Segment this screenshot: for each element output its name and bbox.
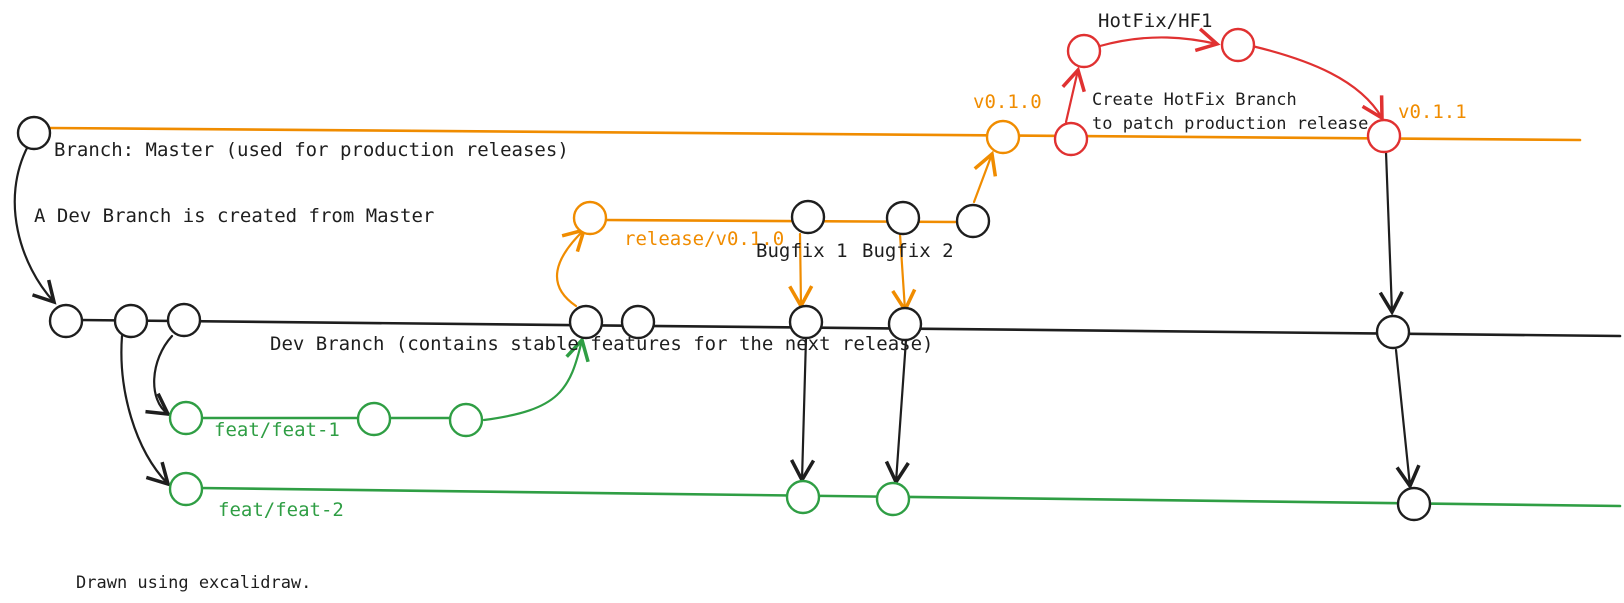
dev-to-feat-1-arrow xyxy=(145,334,174,417)
release-branch-label: release/v0.1.0 xyxy=(624,228,784,250)
master-commit-v011 xyxy=(1366,118,1402,154)
dev-to-feat-2-bugfix-1-arrow xyxy=(789,336,816,484)
dev-commit-2 xyxy=(113,303,149,339)
feat-1-merge-arrow xyxy=(482,336,590,422)
dev-to-feat-2-bugfix-2-arrow xyxy=(884,338,910,486)
hotfix-note-line-2: to patch production release xyxy=(1092,114,1368,134)
master-to-dev-arrow xyxy=(13,144,57,305)
bugfix-1-label: Bugfix 1 xyxy=(756,240,848,262)
dev-commit-5 xyxy=(620,304,656,340)
dev-created-note: A Dev Branch is created from Master xyxy=(34,205,434,227)
dev-commit-hotfix xyxy=(1375,314,1411,350)
feat-2-label: feat/feat-2 xyxy=(218,499,344,521)
dev-branch-label: Dev Branch (contains stable features for… xyxy=(270,333,933,355)
bugfix-1-to-dev-arrow xyxy=(788,232,814,310)
dev-commit-bugfix-1 xyxy=(788,304,824,340)
release-commit-final xyxy=(955,203,991,239)
hotfix-branch-up-arrow xyxy=(1061,66,1086,124)
tag-v010-label: v0.1.0 xyxy=(973,91,1042,113)
master-branch-line xyxy=(48,126,1582,142)
dev-branch-line xyxy=(78,318,1622,338)
release-commit-bugfix-1 xyxy=(790,199,826,235)
release-commit-bugfix-2 xyxy=(885,200,921,236)
hotfix-merge-arrow xyxy=(1250,44,1384,122)
hotfix-note-line-1: Create HotFix Branch xyxy=(1092,90,1297,110)
feat-1-label: feat/feat-1 xyxy=(214,419,340,441)
dev-to-feat-2-hotfix-arrow xyxy=(1394,348,1421,490)
dev-to-release-arrow xyxy=(555,227,587,308)
dev-commit-1 xyxy=(48,303,84,339)
dev-to-feat-2-arrow xyxy=(120,334,171,487)
release-to-master-arrow xyxy=(972,150,998,204)
dev-commit-bugfix-2 xyxy=(887,306,923,342)
feat-2-commit-1 xyxy=(168,471,204,507)
feat-1-commit-3 xyxy=(448,402,484,438)
dev-commit-merge-feat-1 xyxy=(568,304,604,340)
feat-1-commit-2 xyxy=(356,401,392,437)
release-commit-1 xyxy=(572,200,608,236)
master-commit-v010 xyxy=(985,119,1021,155)
master-commit-hotfix-start xyxy=(1053,121,1089,157)
bugfix-2-label: Bugfix 2 xyxy=(862,240,954,262)
feat-2-commit-bugfix-1 xyxy=(785,479,821,515)
footer-note: Drawn using excalidraw. xyxy=(76,573,311,593)
feat-1-commit-1 xyxy=(168,400,204,436)
hotfix-branch-label: HotFix/HF1 xyxy=(1098,10,1212,32)
hotfix-commit-2 xyxy=(1220,27,1256,63)
dev-commit-3 xyxy=(166,302,202,338)
master-to-dev-hotfix-arrow xyxy=(1378,150,1404,316)
master-branch-label: Branch: Master (used for production rele… xyxy=(54,139,569,161)
feat-2-commit-hotfix xyxy=(1396,486,1432,522)
bugfix-2-to-dev-arrow xyxy=(891,232,917,314)
hotfix-commit-1 xyxy=(1066,33,1102,69)
hotfix-across-arrow xyxy=(1098,27,1221,53)
feat-2-commit-bugfix-2 xyxy=(875,481,911,517)
tag-v011-label: v0.1.1 xyxy=(1398,101,1467,123)
master-commit-1 xyxy=(16,115,52,151)
